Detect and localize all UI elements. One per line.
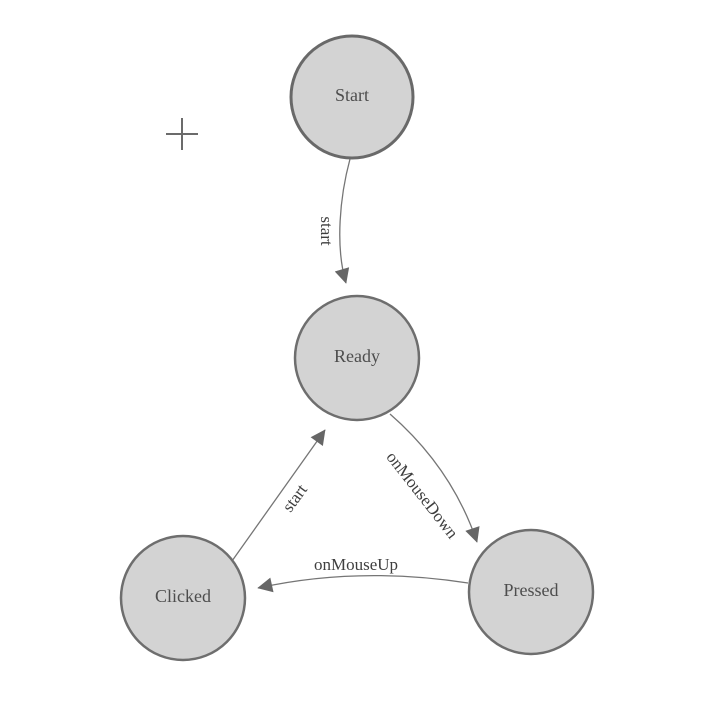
node-ready[interactable]: Ready [293, 294, 421, 422]
node-clicked[interactable]: Clicked [119, 534, 247, 662]
node-start-label: Start [335, 85, 369, 105]
node-pressed-label: Pressed [504, 580, 559, 600]
node-pressed[interactable]: Pressed [467, 528, 595, 656]
node-start[interactable]: Start [289, 34, 415, 160]
edge-ready-to-pressed[interactable]: onMouseDown [382, 413, 480, 543]
edge-clicked-to-ready[interactable]: start [231, 429, 326, 562]
plus-icon[interactable] [166, 118, 198, 150]
edge-label-start-vertical: start [317, 216, 336, 246]
edge-pressed-to-clicked[interactable]: onMouseUp [257, 555, 469, 593]
edge-label-start-diagonal: start [278, 480, 311, 515]
node-ready-label: Ready [334, 346, 380, 366]
edge-label-onmouseup: onMouseUp [314, 555, 398, 574]
edge-start-to-ready[interactable]: start [317, 158, 351, 284]
edge-label-onmousedown: onMouseDown [382, 448, 462, 543]
node-clicked-label: Clicked [155, 586, 211, 606]
